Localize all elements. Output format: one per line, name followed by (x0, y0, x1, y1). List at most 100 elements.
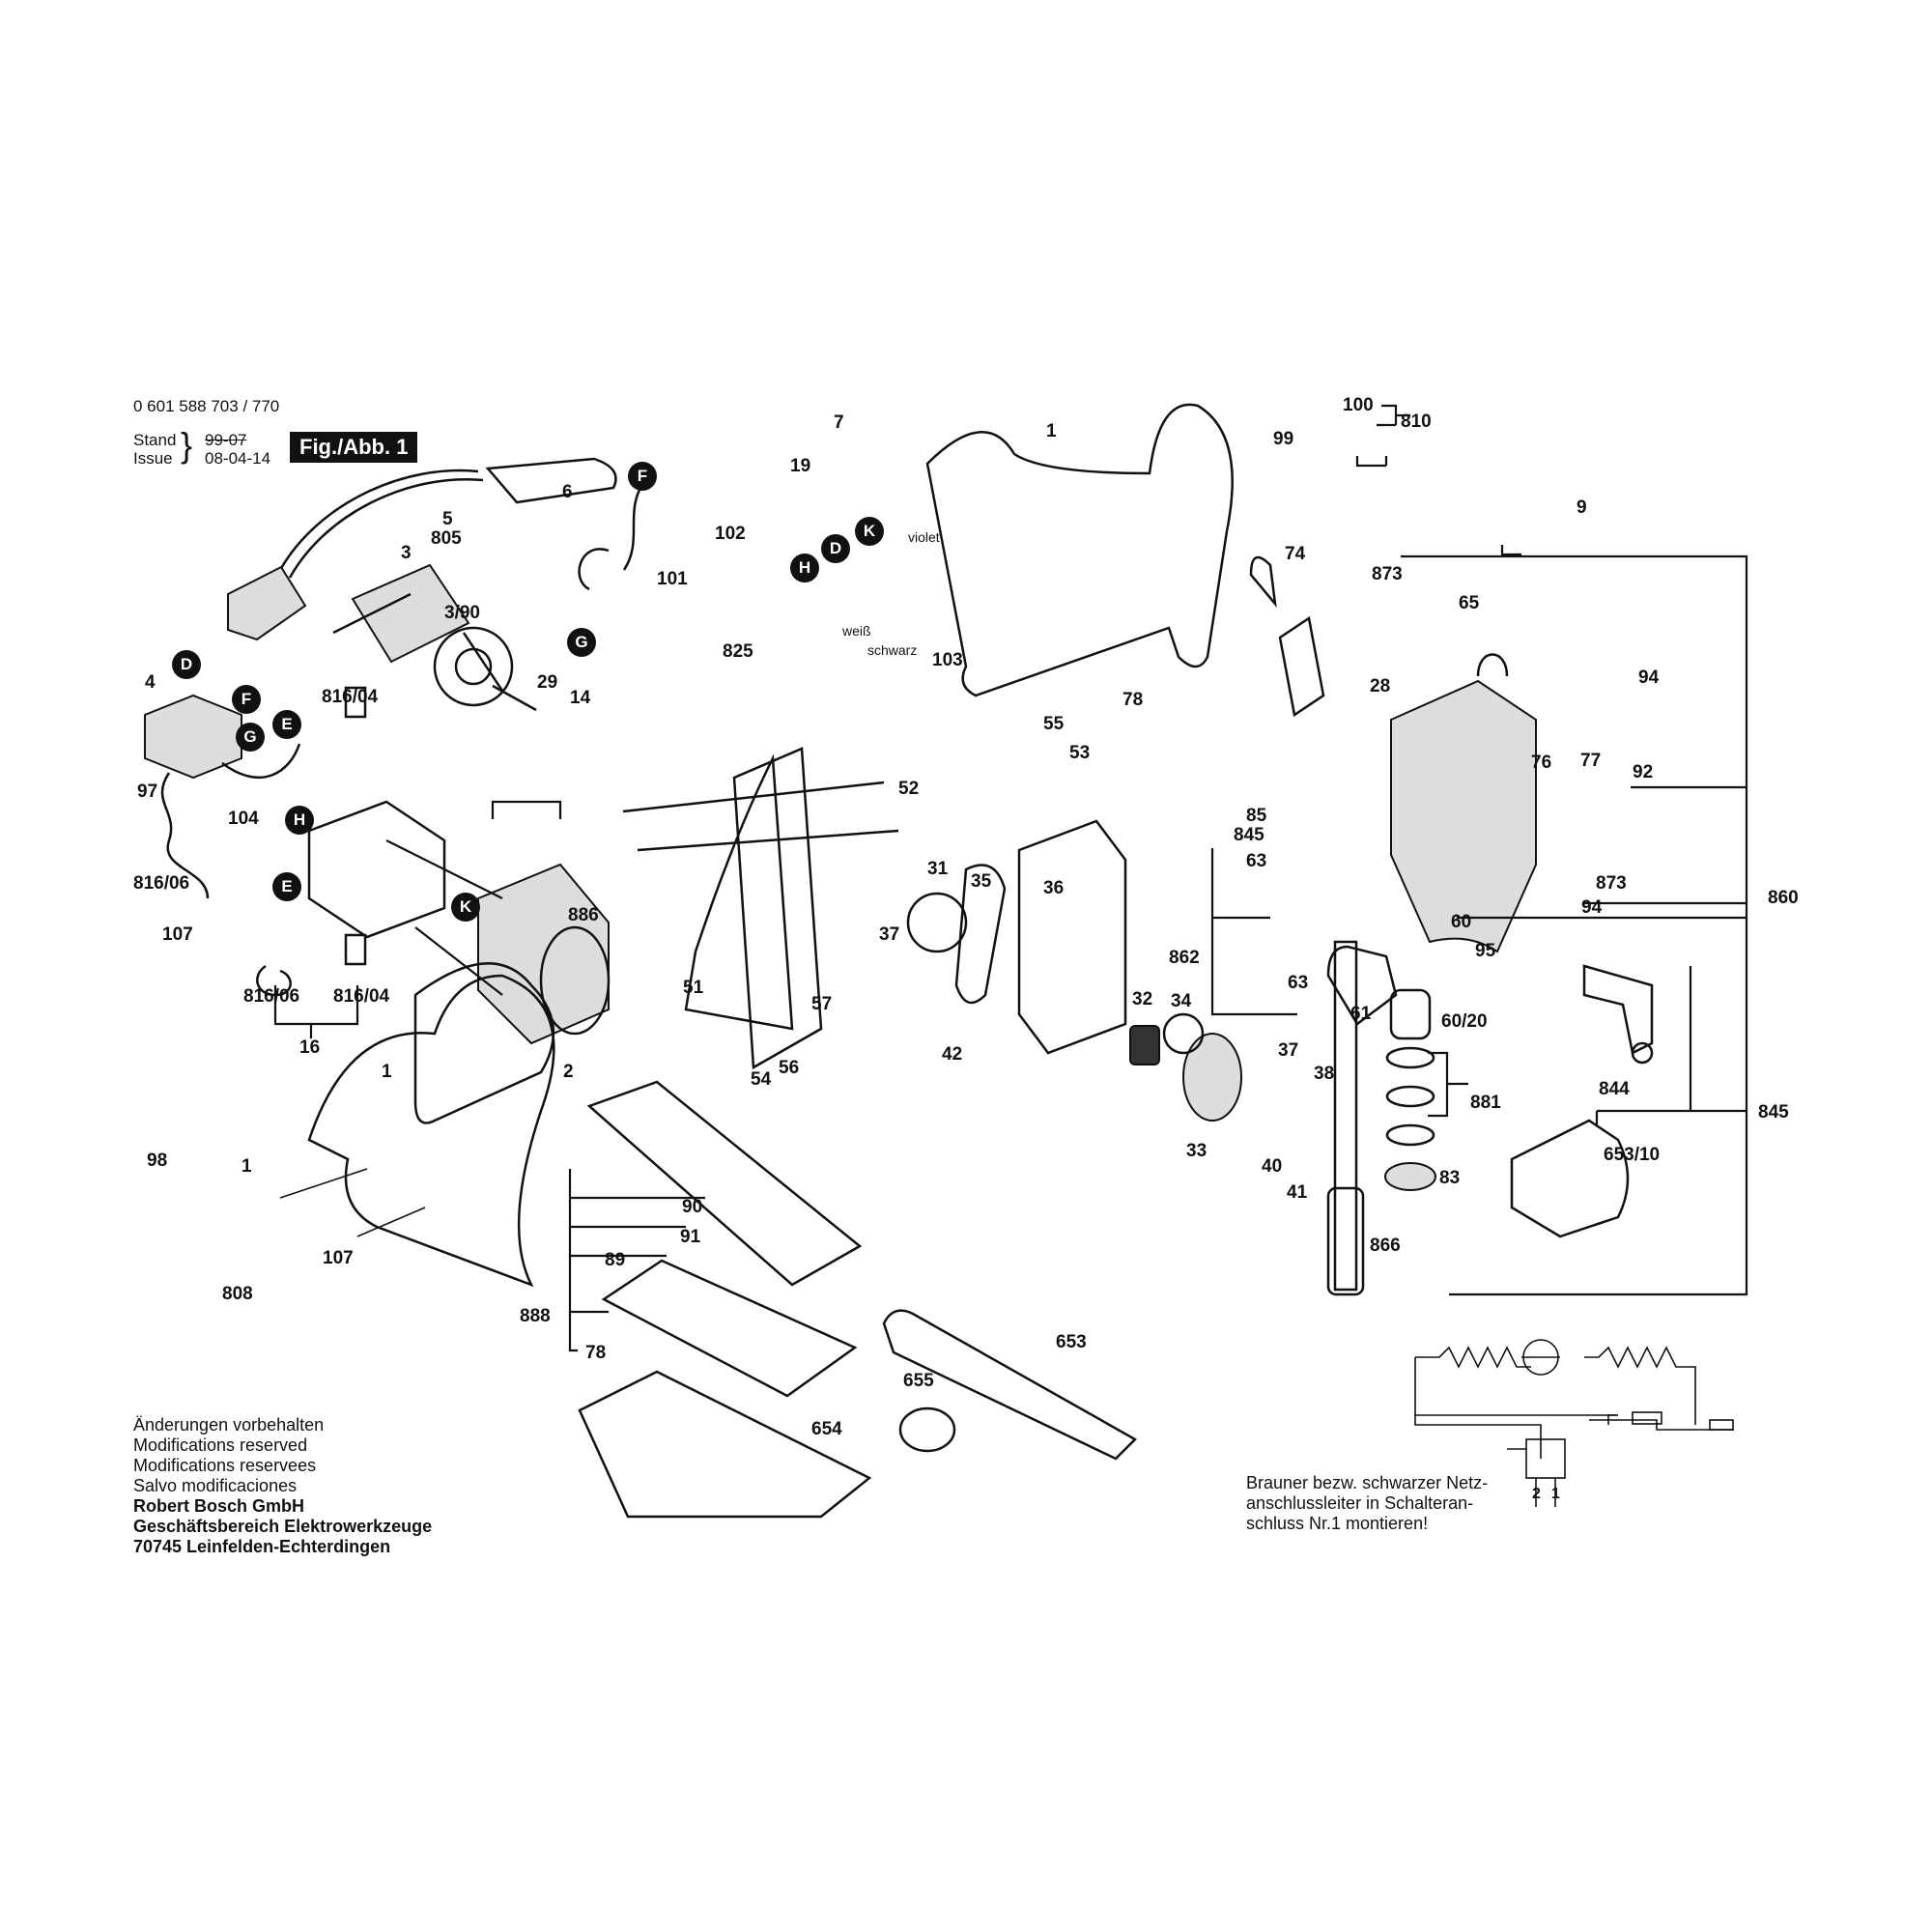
part-label-28: 28 (1370, 676, 1391, 696)
part-label-35: 35 (971, 871, 992, 892)
gear-drawing (1129, 1012, 1242, 1122)
wire-connector-K1-icon: K (855, 517, 884, 546)
part-label-5: 5 (442, 509, 453, 529)
part-label-886: 886 (568, 905, 599, 925)
part-label-845-right: 845 (1758, 1102, 1789, 1122)
part-label-29: 29 (537, 672, 558, 693)
part-label-816-06-top: 816/06 (133, 873, 190, 894)
notice-de: Änderungen vorbehalten (133, 1415, 325, 1435)
part-label-805: 805 (431, 528, 462, 549)
figure-label: Fig./Abb. 1 (290, 432, 418, 463)
part-label-63-low: 63 (1288, 973, 1309, 993)
part-label-65: 65 (1459, 593, 1480, 613)
wire-color-schwarz: schwarz (867, 642, 918, 658)
company-division: Geschäftsbereich Elektrowerkzeuge (133, 1517, 433, 1536)
part-label-100: 100 (1343, 395, 1374, 415)
gear-housing-drawing (622, 747, 899, 1070)
wiring-note-line1: Brauner bezw. schwarzer Netz- (1246, 1473, 1489, 1492)
part-label-654: 654 (811, 1419, 842, 1439)
part-label-103: 103 (932, 650, 963, 670)
part-label-53: 53 (1069, 743, 1091, 763)
notice-fr: Modifications reservees (133, 1456, 317, 1475)
part-label-41: 41 (1287, 1182, 1308, 1203)
wire-connector-H2-icon: H (285, 806, 314, 835)
gear-cap-drawing (1249, 555, 1537, 953)
schematic-terminal-2: 2 (1532, 1486, 1541, 1502)
part-label-16: 16 (299, 1037, 321, 1058)
part-label-34: 34 (1171, 991, 1192, 1011)
part-label-97: 97 (137, 781, 158, 802)
part-label-19: 19 (790, 456, 811, 476)
part-label-808: 808 (222, 1284, 253, 1304)
part-label-104: 104 (228, 809, 259, 829)
part-label-6: 6 (562, 482, 573, 502)
notice-es: Salvo modificaciones (133, 1476, 298, 1495)
part-label-94-top: 94 (1638, 668, 1660, 688)
part-label-85: 85 (1246, 806, 1267, 826)
part-label-102: 102 (715, 524, 746, 544)
part-label-57: 57 (811, 994, 833, 1014)
part-label-810: 810 (1401, 412, 1432, 432)
part-label-825: 825 (723, 641, 753, 662)
part-label-653-10: 653/10 (1604, 1145, 1661, 1165)
brace-icon: } (181, 425, 193, 465)
part-label-83: 83 (1439, 1168, 1461, 1188)
part-label-89: 89 (605, 1250, 626, 1270)
part-label-1-top: 1 (1046, 421, 1057, 441)
part-label-7: 7 (834, 412, 844, 433)
part-label-881: 881 (1470, 1093, 1501, 1113)
part-label-866: 866 (1370, 1236, 1401, 1256)
part-label-3-90: 3/90 (444, 603, 480, 623)
power-cord-drawing (227, 457, 645, 641)
part-label-31: 31 (927, 859, 949, 879)
part-label-107-bot: 107 (323, 1248, 354, 1268)
part-label-52: 52 (898, 779, 920, 799)
wire-connector-D2-icon: D (172, 650, 201, 679)
pendulum-drawing (1510, 964, 1654, 1238)
part-label-655: 655 (903, 1371, 934, 1391)
part-label-816-06-bot: 816/06 (243, 986, 300, 1007)
part-label-860: 860 (1768, 888, 1799, 908)
wiring-note-line3: schluss Nr.1 montieren! (1246, 1514, 1429, 1533)
part-label-816-04-bot: 816/04 (333, 986, 390, 1007)
roller-stack-drawing (1384, 988, 1436, 1191)
part-label-107-top: 107 (162, 924, 193, 945)
wire-color-weiss: weiß (842, 623, 871, 639)
part-label-873-top: 873 (1372, 564, 1403, 584)
part-label-37-mid: 37 (879, 924, 900, 945)
schematic-terminal-1: 1 (1551, 1486, 1560, 1502)
company-address: 70745 Leinfelden-Echterdingen (133, 1537, 391, 1556)
switch-drawing (144, 694, 301, 899)
part-label-60-20: 60/20 (1441, 1011, 1488, 1032)
part-label-77: 77 (1580, 751, 1602, 771)
part-label-90: 90 (682, 1197, 703, 1217)
part-label-845-mid: 845 (1234, 825, 1264, 845)
part-label-862: 862 (1169, 948, 1200, 968)
wire-connector-K2-icon: K (451, 893, 480, 922)
part-label-14: 14 (570, 688, 591, 708)
issue-value: 08-04-14 (205, 449, 271, 468)
part-label-3: 3 (401, 543, 412, 563)
part-label-33: 33 (1186, 1141, 1208, 1161)
wiring-note-line2: anschlussleiter in Schalteran- (1246, 1493, 1474, 1513)
wire-connector-G1-icon: G (567, 628, 596, 657)
stand-label: Stand (133, 431, 177, 449)
leader-lines (273, 404, 1748, 1352)
part-label-78-top: 78 (1122, 690, 1144, 710)
notice-en: Modifications reserved (133, 1435, 308, 1455)
armature-drawing (332, 563, 537, 712)
document-number: 0 601 588 703 / 770 (133, 397, 280, 415)
part-label-60: 60 (1451, 912, 1472, 932)
part-label-91: 91 (680, 1227, 701, 1247)
part-label-32: 32 (1132, 989, 1153, 1009)
base-plate-drawing (578, 1080, 1138, 1519)
part-label-78-bot: 78 (585, 1343, 607, 1363)
part-label-101: 101 (657, 569, 688, 589)
part-label-36: 36 (1043, 878, 1065, 898)
company-name: Robert Bosch GmbH (133, 1496, 305, 1516)
part-label-1-cover: 1 (382, 1062, 392, 1082)
part-label-888: 888 (520, 1306, 551, 1326)
part-label-61: 61 (1350, 1004, 1372, 1024)
